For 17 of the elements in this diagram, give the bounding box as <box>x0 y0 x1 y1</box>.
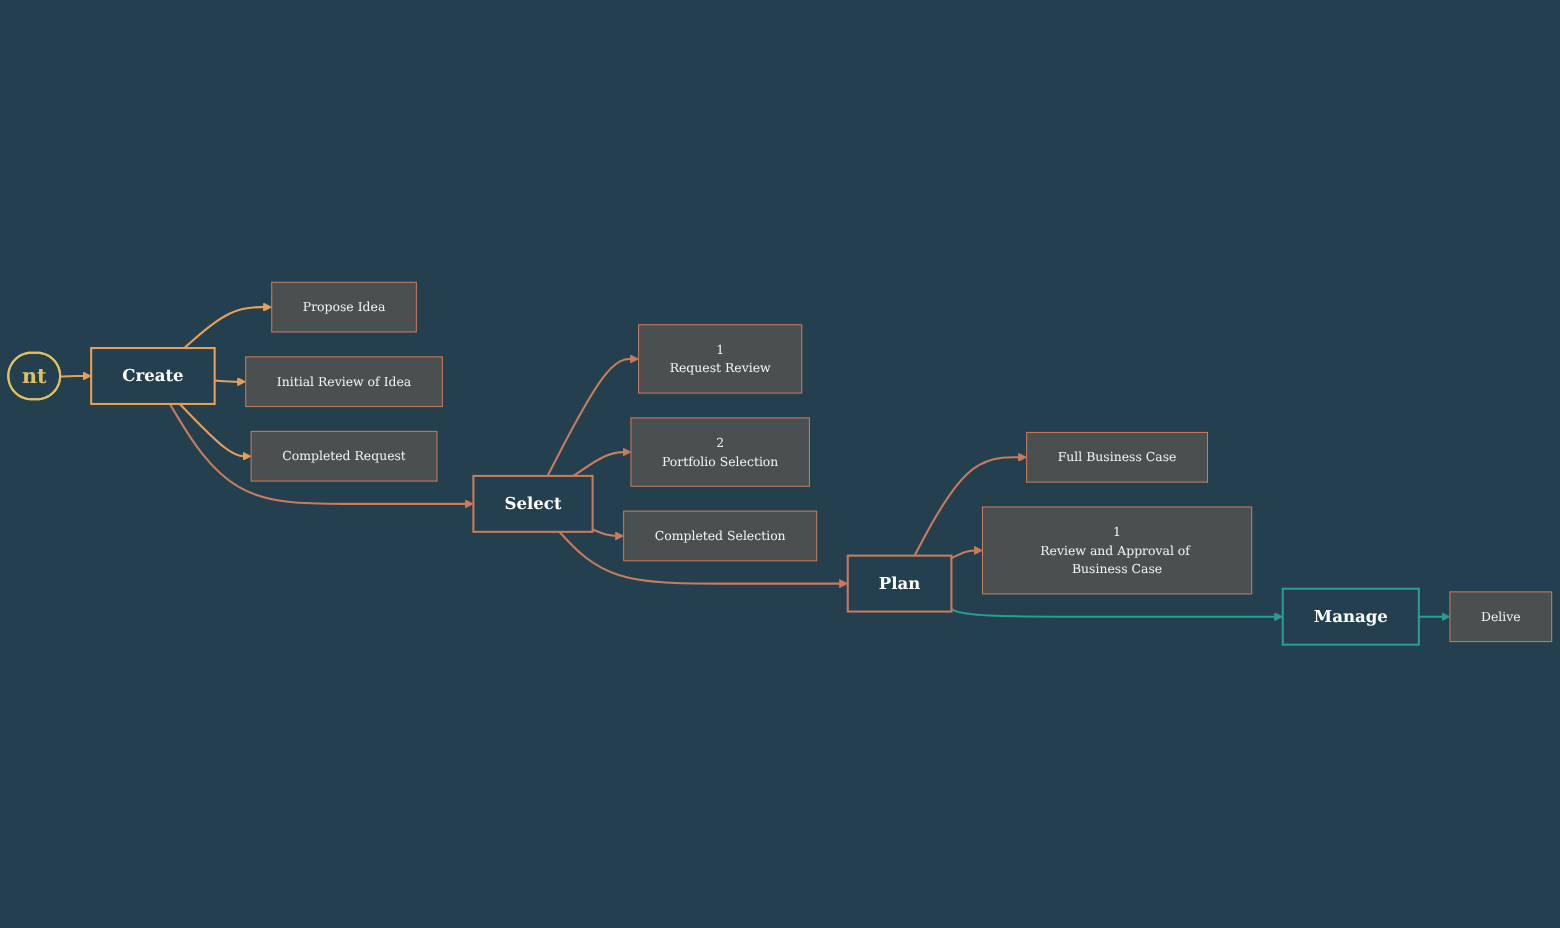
arrow <box>950 608 1284 622</box>
arrow <box>558 531 849 589</box>
node-box: Manage <box>1281 588 1420 647</box>
node-box: Plan <box>846 555 953 614</box>
arrow <box>168 403 474 509</box>
arrow <box>179 403 252 462</box>
arrow <box>546 354 639 477</box>
arrow <box>60 371 92 382</box>
arrow <box>214 377 247 387</box>
arrow <box>183 303 273 350</box>
node-box: Create <box>90 347 216 406</box>
arrow <box>913 453 1028 557</box>
arrow <box>1418 612 1451 622</box>
arrow <box>573 448 632 478</box>
node-box: Select <box>472 475 594 534</box>
arrow <box>950 546 983 560</box>
arrow <box>592 528 625 541</box>
